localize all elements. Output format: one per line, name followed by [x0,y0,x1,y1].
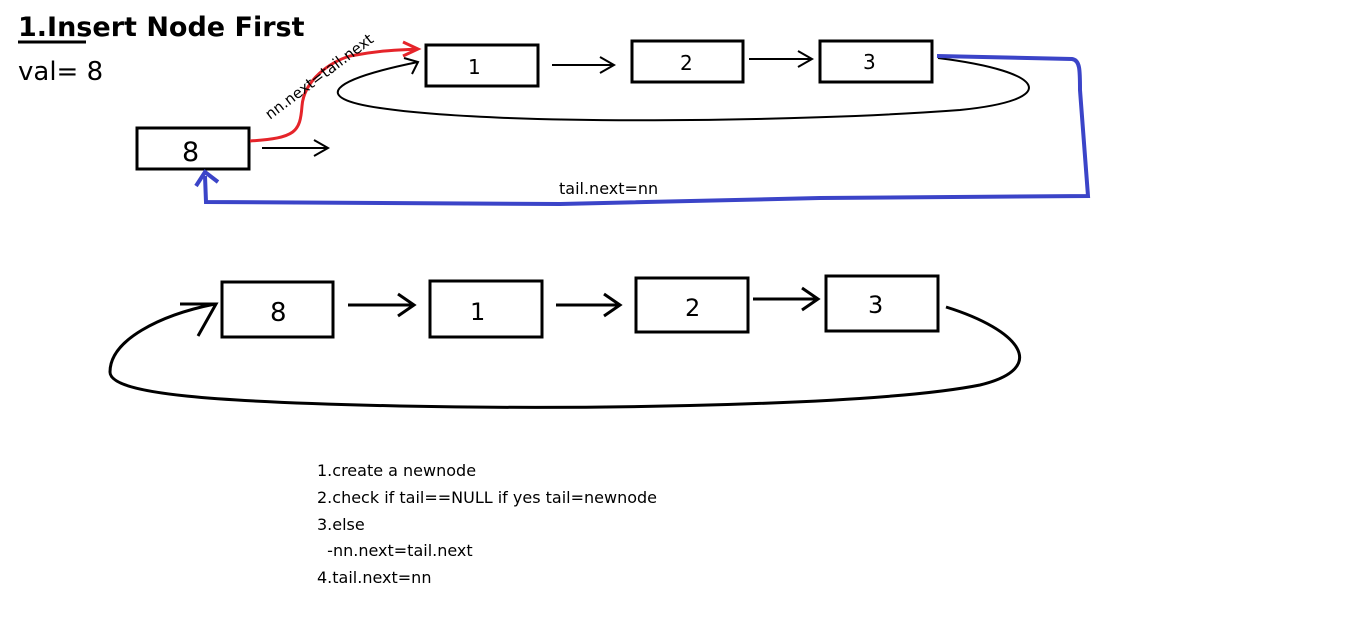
bottom-node-8-value: 8 [270,298,287,328]
bottom-arrow-8-1 [348,292,417,318]
bottom-arrow-2-3 [753,286,821,312]
top-new-node: 8 [135,126,251,171]
top-node-2-box [630,39,745,84]
blue-link-arrow [194,54,1091,207]
val-label: val= 8 [18,57,103,87]
step-1: 1.create a newnode [317,461,476,480]
bottom-node-3: 3 [824,274,940,333]
top-circular-link-arrow [336,57,1030,122]
top-node-1-box [424,43,540,88]
top-new-node-value: 8 [182,137,199,168]
step-3: 3.else [317,515,365,534]
bottom-node-3-box [824,274,940,333]
top-node-2: 2 [630,39,745,84]
bottom-diagram: 8 1 2 3 [108,274,1022,409]
bottom-node-2: 2 [634,276,750,334]
top-diagram: 8 1 2 3 [135,30,1091,207]
bottom-node-3-value: 3 [868,291,883,319]
top-node-3-box [818,39,934,84]
blue-link-label: tail.next=nn [559,179,658,198]
bottom-node-8-box [220,280,335,339]
top-new-node-box [135,126,251,171]
top-node-3-value: 3 [863,50,876,74]
page-title: 1.Insert Node First [18,12,305,43]
bottom-node-1-value: 1 [470,298,485,326]
bottom-node-8: 8 [220,280,335,339]
top-node-1-value: 1 [468,55,481,79]
bottom-arrow-1-2 [556,292,623,318]
bottom-node-1-box [428,279,544,339]
step-4: 4.tail.next=nn [317,568,431,587]
red-link-arrow [249,40,422,143]
bottom-node-2-box [634,276,750,334]
step-3-sub: -nn.next=tail.next [317,541,473,560]
top-new-node-arrow [262,139,331,157]
step-2: 2.check if tail==NULL if yes tail=newnod… [317,488,657,507]
bottom-node-1: 1 [428,279,544,339]
steps-list: 1.create a newnode 2.check if tail==NULL… [317,461,657,587]
bottom-circular-link-arrow [108,302,1022,409]
top-node-2-value: 2 [680,51,693,75]
top-arrow-2-3 [749,50,815,68]
bottom-node-2-value: 2 [685,294,700,322]
top-node-1: 1 [424,43,540,88]
top-node-3: 3 [818,39,934,84]
top-arrow-1-2 [552,56,617,74]
